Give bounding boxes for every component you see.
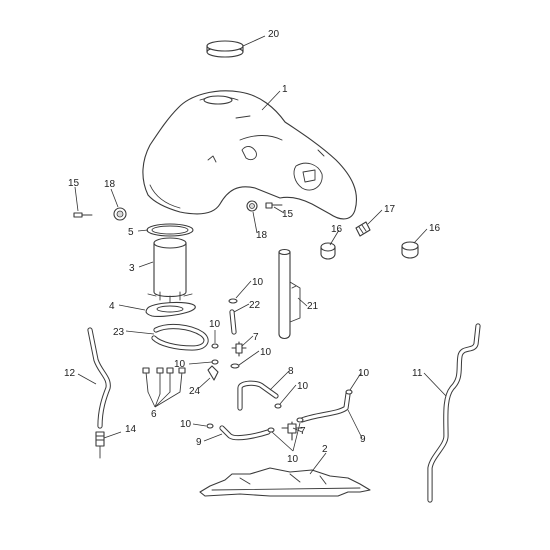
leader-lines bbox=[74, 35, 447, 475]
callout-24: 24 bbox=[189, 386, 201, 397]
callout-14: 14 bbox=[125, 424, 137, 435]
callout-10f: 10 bbox=[358, 368, 370, 379]
part-1-fuel-tank bbox=[142, 90, 357, 220]
callout-15a: 15 bbox=[68, 178, 80, 189]
callout-7a: 7 bbox=[253, 332, 259, 343]
part-2-heat-shield bbox=[199, 467, 371, 497]
part-3-fuel-pump bbox=[147, 237, 193, 304]
part-16-cap-right bbox=[401, 241, 419, 259]
part-16-cap-left bbox=[320, 242, 336, 260]
callout-11: 11 bbox=[412, 368, 423, 379]
callout-1: 1 bbox=[282, 84, 288, 95]
part-9-hose-left bbox=[219, 425, 271, 441]
callout-18a: 18 bbox=[104, 179, 116, 190]
part-12-breather-pipe bbox=[87, 327, 111, 429]
callout-10e: 10 bbox=[297, 381, 309, 392]
part-4-mounting-plate bbox=[145, 301, 196, 317]
callout-10h: 10 bbox=[287, 454, 299, 465]
callout-9b: 9 bbox=[360, 434, 366, 445]
callout-10c: 10 bbox=[252, 277, 264, 288]
callout-23: 23 bbox=[113, 327, 125, 338]
part-9-hose-right bbox=[299, 391, 351, 423]
part-23-hose-loop bbox=[151, 323, 209, 351]
callout-10a: 10 bbox=[174, 359, 186, 370]
part-15-bolt-left bbox=[73, 212, 93, 218]
callout-10b: 10 bbox=[209, 319, 221, 330]
callout-10g: 10 bbox=[180, 419, 192, 430]
part-15-bolt-right bbox=[265, 202, 283, 209]
callout-10d: 10 bbox=[260, 347, 272, 358]
part-20-filler-ring bbox=[206, 40, 244, 58]
callout-9a: 9 bbox=[196, 437, 202, 448]
callout-18b: 18 bbox=[256, 230, 268, 241]
part-24-clip bbox=[207, 365, 219, 381]
callout-4: 4 bbox=[109, 301, 115, 312]
callout-12: 12 bbox=[64, 368, 76, 379]
part-21-bracket bbox=[278, 248, 301, 340]
callout-5: 5 bbox=[128, 227, 134, 238]
part-10-clamps bbox=[206, 298, 353, 433]
part-7-t-connector-upper bbox=[231, 341, 247, 357]
part-18-grommet-left bbox=[113, 207, 127, 221]
callout-2: 2 bbox=[322, 444, 328, 455]
part-14-filter bbox=[95, 431, 105, 459]
callout-6: 6 bbox=[151, 409, 157, 420]
callout-8: 8 bbox=[288, 366, 294, 377]
callout-16b: 16 bbox=[429, 223, 441, 234]
part-6-connectors bbox=[142, 367, 186, 395]
part-18-grommet-right bbox=[246, 200, 258, 212]
part-11-drain-pipe bbox=[427, 323, 481, 503]
callout-16a: 16 bbox=[331, 224, 343, 235]
callout-7b: 7 bbox=[300, 426, 306, 437]
callout-3: 3 bbox=[129, 263, 135, 274]
callout-20: 20 bbox=[268, 29, 280, 40]
callout-labels: 20 1 15 18 5 3 4 23 12 14 6 24 10 10 22 … bbox=[64, 29, 441, 465]
callout-17: 17 bbox=[384, 204, 396, 215]
part-22-hose bbox=[229, 309, 237, 335]
callout-21: 21 bbox=[307, 301, 319, 312]
part-5-seal-ring bbox=[146, 223, 194, 237]
callout-15b: 15 bbox=[282, 209, 294, 220]
part-8-hose bbox=[237, 380, 279, 411]
part-17-clip bbox=[355, 221, 371, 237]
callout-22: 22 bbox=[249, 300, 261, 311]
